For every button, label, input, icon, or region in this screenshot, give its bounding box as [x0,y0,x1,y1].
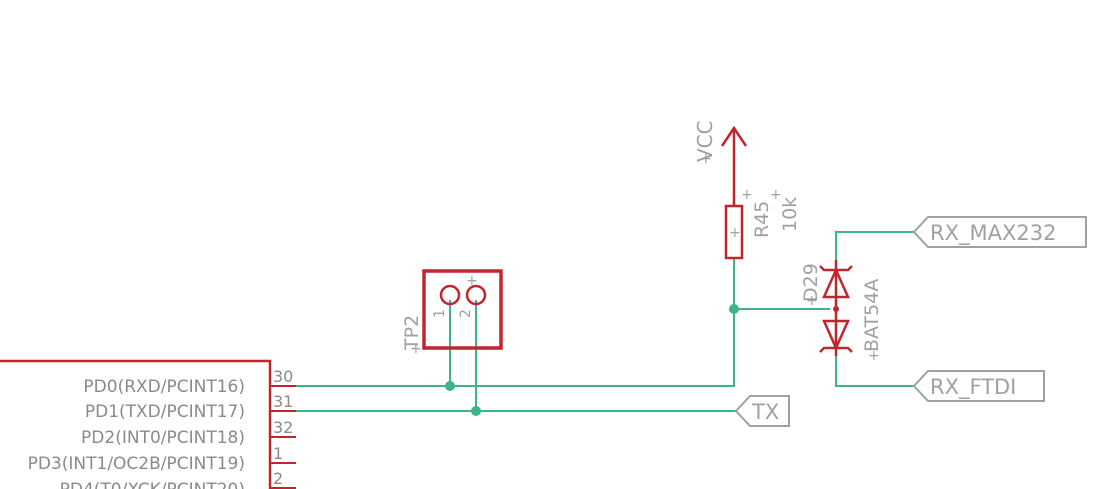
testpoint-ref: TP2 [401,315,423,351]
origin-cross: + [729,225,741,241]
net-flag [912,216,1087,248]
origin-cross: + [700,151,712,167]
wires [296,231,914,416]
ic-pin-number: 2 [273,469,283,488]
vcc-arrow-icon [720,125,748,147]
diode-upper-icon [822,266,850,299]
microcontroller[interactable]: PD0(RXD/PCINT16) PD1(TXD/PCINT17) PD2(IN… [0,359,296,489]
ic-pin-name: PD2(INT0/PCINT18) [81,428,245,448]
origin-cross: + [410,341,422,357]
net-flag [912,370,1045,402]
testpoint-pin-1-label: 1 [432,309,448,318]
power-vcc[interactable]: VCC + [693,120,748,206]
origin-cross: + [466,273,478,289]
testpoint-pad-1 [439,284,461,306]
wire-rxd[interactable] [296,308,830,387]
diode-d29[interactable]: D29 BAT54A + + [800,260,883,364]
diode-lower-icon [822,319,850,352]
resistor-r45[interactable]: + R45 10k + + [724,187,801,260]
ic-pin-number: 1 [273,444,283,463]
testpoint-box [422,269,503,350]
ic-pin-name: PD0(RXD/PCINT16) [83,377,245,397]
junction-dot [729,304,739,314]
wire-rx-max232[interactable] [835,231,914,266]
origin-cross: + [868,348,880,364]
testpoint-pin-2-label: 2 [458,309,474,318]
ic-pin-number: 32 [273,418,293,437]
ic-pin-number: 31 [273,392,293,411]
testpoint-pad-2 [465,284,487,306]
ic-pin-name: PD3(INT1/OC2B/PCINT19) [28,454,245,474]
net-label-text: RX_MAX232 [930,221,1056,246]
diode-common-dot [833,306,839,312]
net-label-text: RX_FTDI [930,375,1016,400]
diode-value: BAT54A [861,279,883,352]
junction-dot [471,406,481,416]
diode-upper-bar [819,265,853,272]
origin-cross: + [806,293,818,309]
vcc-label: VCC [693,120,717,162]
origin-cross: + [741,187,753,203]
ic-pin-name: PD1(TXD/PCINT17) [85,402,245,422]
diode-lower-bar [819,346,853,353]
net-label-rx-max232[interactable]: RX_MAX232 [912,216,1087,248]
net-flag [734,395,790,427]
net-label-tx[interactable]: TX [734,395,790,427]
resistor-body [724,204,744,260]
origin-cross: + [770,187,782,203]
junction-dot [445,381,455,391]
resistor-value: 10k [779,197,801,232]
ic-pin-number: 30 [273,367,293,386]
ic-pin-name: PD4(T0/XCK/PCINT20) [60,480,245,489]
ic-body [0,359,272,489]
testpoint-tp2[interactable]: 1 2 TP2 + + [401,269,503,357]
wire-rx-ftdi[interactable] [835,350,914,387]
resistor-ref: R45 [751,201,773,238]
diode-ref: D29 [800,263,822,302]
net-label-rx-ftdi[interactable]: RX_FTDI [912,370,1045,402]
net-label-text: TX [751,400,779,424]
